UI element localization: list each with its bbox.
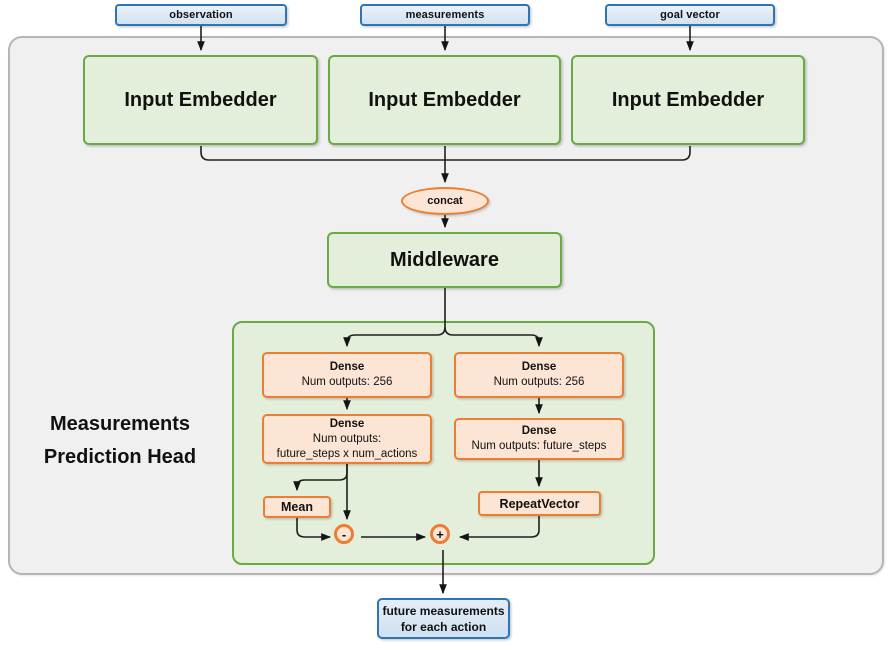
subtract-op-node: - (334, 524, 354, 544)
dense-subtitle: Num outputs: future_steps (471, 440, 607, 452)
repeat-vector-box: RepeatVector (478, 491, 601, 516)
dense-right-1: Dense Num outputs: 256 (454, 352, 624, 398)
input-embedder-label: Input Embedder (368, 88, 521, 111)
dense-left-1: Dense Num outputs: 256 (262, 352, 432, 398)
prediction-head-title-line1: Measurements (49, 413, 191, 435)
input-embedder-box-3: Input Embedder (571, 55, 805, 145)
output-label-line2: for each action (400, 619, 487, 634)
input-label: goal vector (660, 9, 720, 21)
prediction-head-title: Measurements Prediction Head (12, 408, 228, 474)
repeat-vector-label: RepeatVector (499, 496, 580, 511)
input-label: observation (169, 9, 233, 21)
mean-box: Mean (263, 496, 331, 518)
dense-title: Dense (329, 361, 365, 373)
dense-title: Dense (329, 417, 365, 430)
input-embedder-label: Input Embedder (124, 88, 277, 111)
concat-label: concat (427, 195, 463, 207)
dense-subtitle: Num outputs: 256 (493, 376, 585, 388)
input-label: measurements (405, 9, 485, 21)
dense-subtitle: Num outputs: (312, 432, 382, 445)
dense-right-2: Dense Num outputs: future_steps (454, 418, 624, 460)
add-op-node: + (430, 524, 450, 544)
minus-icon: - (341, 526, 347, 542)
input-embedder-box-1: Input Embedder (83, 55, 318, 145)
dense-subtitle2: future_steps x num_actions (276, 447, 418, 460)
concat-node: concat (401, 187, 489, 215)
output-label-line1: future measurements (382, 603, 505, 618)
plus-icon: + (436, 526, 444, 542)
middleware-label: Middleware (390, 248, 499, 271)
mean-label: Mean (281, 500, 313, 514)
input-box-measurements: measurements (360, 4, 530, 26)
output-box-future-measurements: future measurements for each action (377, 598, 510, 639)
dense-title: Dense (521, 425, 557, 437)
input-box-goal-vector: goal vector (605, 4, 775, 26)
dense-left-2: Dense Num outputs: future_steps x num_ac… (262, 414, 432, 464)
prediction-head-title-line2: Prediction Head (43, 446, 197, 468)
dense-title: Dense (521, 361, 557, 373)
input-box-observation: observation (115, 4, 287, 26)
middleware-box: Middleware (327, 232, 562, 288)
input-embedder-label: Input Embedder (611, 88, 765, 111)
dense-subtitle: Num outputs: 256 (301, 376, 393, 388)
input-embedder-box-2: Input Embedder (328, 55, 561, 145)
